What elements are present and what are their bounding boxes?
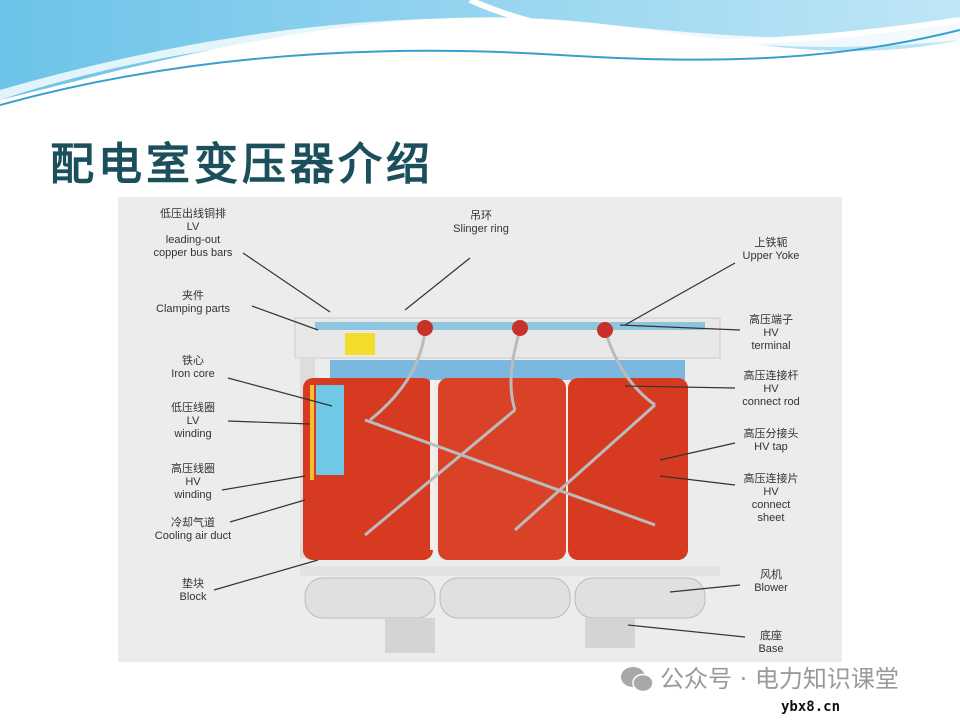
wechat-icon bbox=[621, 667, 654, 693]
label-cn: 垫块 bbox=[182, 578, 204, 590]
label-en: Upper Yoke bbox=[742, 250, 800, 262]
label-cn: 铁心 bbox=[182, 355, 204, 367]
label-en: Blower bbox=[754, 582, 788, 594]
slide-title: 配电室变压器介绍 bbox=[50, 139, 434, 190]
label-en: HV bbox=[763, 383, 779, 395]
watermark: 公众号 · 电力知识课堂 bbox=[620, 664, 899, 694]
label-en: LV bbox=[186, 221, 200, 233]
label-en: HV bbox=[763, 327, 779, 339]
label-en: Block bbox=[179, 591, 207, 603]
label-cn: 风机 bbox=[760, 569, 782, 581]
label-en: HV bbox=[185, 476, 201, 488]
label-en: Clamping parts bbox=[156, 303, 230, 315]
label-cn: 低压线圈 bbox=[171, 402, 215, 414]
transformer-illustration bbox=[213, 252, 746, 653]
watermark-site: ybx8.cn bbox=[781, 699, 841, 715]
label-en: winding bbox=[174, 489, 212, 501]
label-en: Slinger ring bbox=[453, 223, 509, 235]
label-en: terminal bbox=[751, 340, 791, 352]
label-cn: 冷却气道 bbox=[171, 517, 215, 529]
label-en: winding bbox=[174, 428, 212, 440]
label-cn: 高压连接片 bbox=[743, 473, 799, 485]
header-waves bbox=[0, 0, 960, 106]
watermark-text: 公众号 · 电力知识课堂 bbox=[660, 665, 899, 693]
label-en: LV bbox=[186, 415, 200, 427]
leader-lines bbox=[213, 252, 746, 638]
transformer-diagram bbox=[118, 197, 842, 662]
label-en: Iron core bbox=[171, 368, 215, 380]
label-cn: 吊环 bbox=[470, 210, 492, 222]
label-en: connect bbox=[751, 499, 791, 511]
label-cn: 高压端子 bbox=[749, 314, 793, 326]
label-en: leading-out bbox=[165, 234, 221, 246]
label-cn: 底座 bbox=[760, 630, 782, 642]
label-en: HV tap bbox=[754, 441, 788, 453]
label-cn: 高压连接杆 bbox=[743, 370, 799, 382]
label-cn: 高压线圈 bbox=[171, 463, 215, 475]
label-cn: 夹件 bbox=[182, 290, 204, 302]
label-en: sheet bbox=[757, 512, 785, 524]
label-en: Base bbox=[758, 643, 784, 655]
label-en: copper bus bars bbox=[153, 247, 233, 259]
label-cn: 高压分接头 bbox=[743, 428, 799, 440]
label-cn: 上铁轭 bbox=[754, 237, 788, 249]
label-en: Cooling air duct bbox=[154, 530, 232, 542]
label-cn: 低压出线铜排 bbox=[160, 208, 226, 220]
label-en: connect rod bbox=[742, 396, 800, 408]
label-en: HV bbox=[763, 486, 779, 498]
